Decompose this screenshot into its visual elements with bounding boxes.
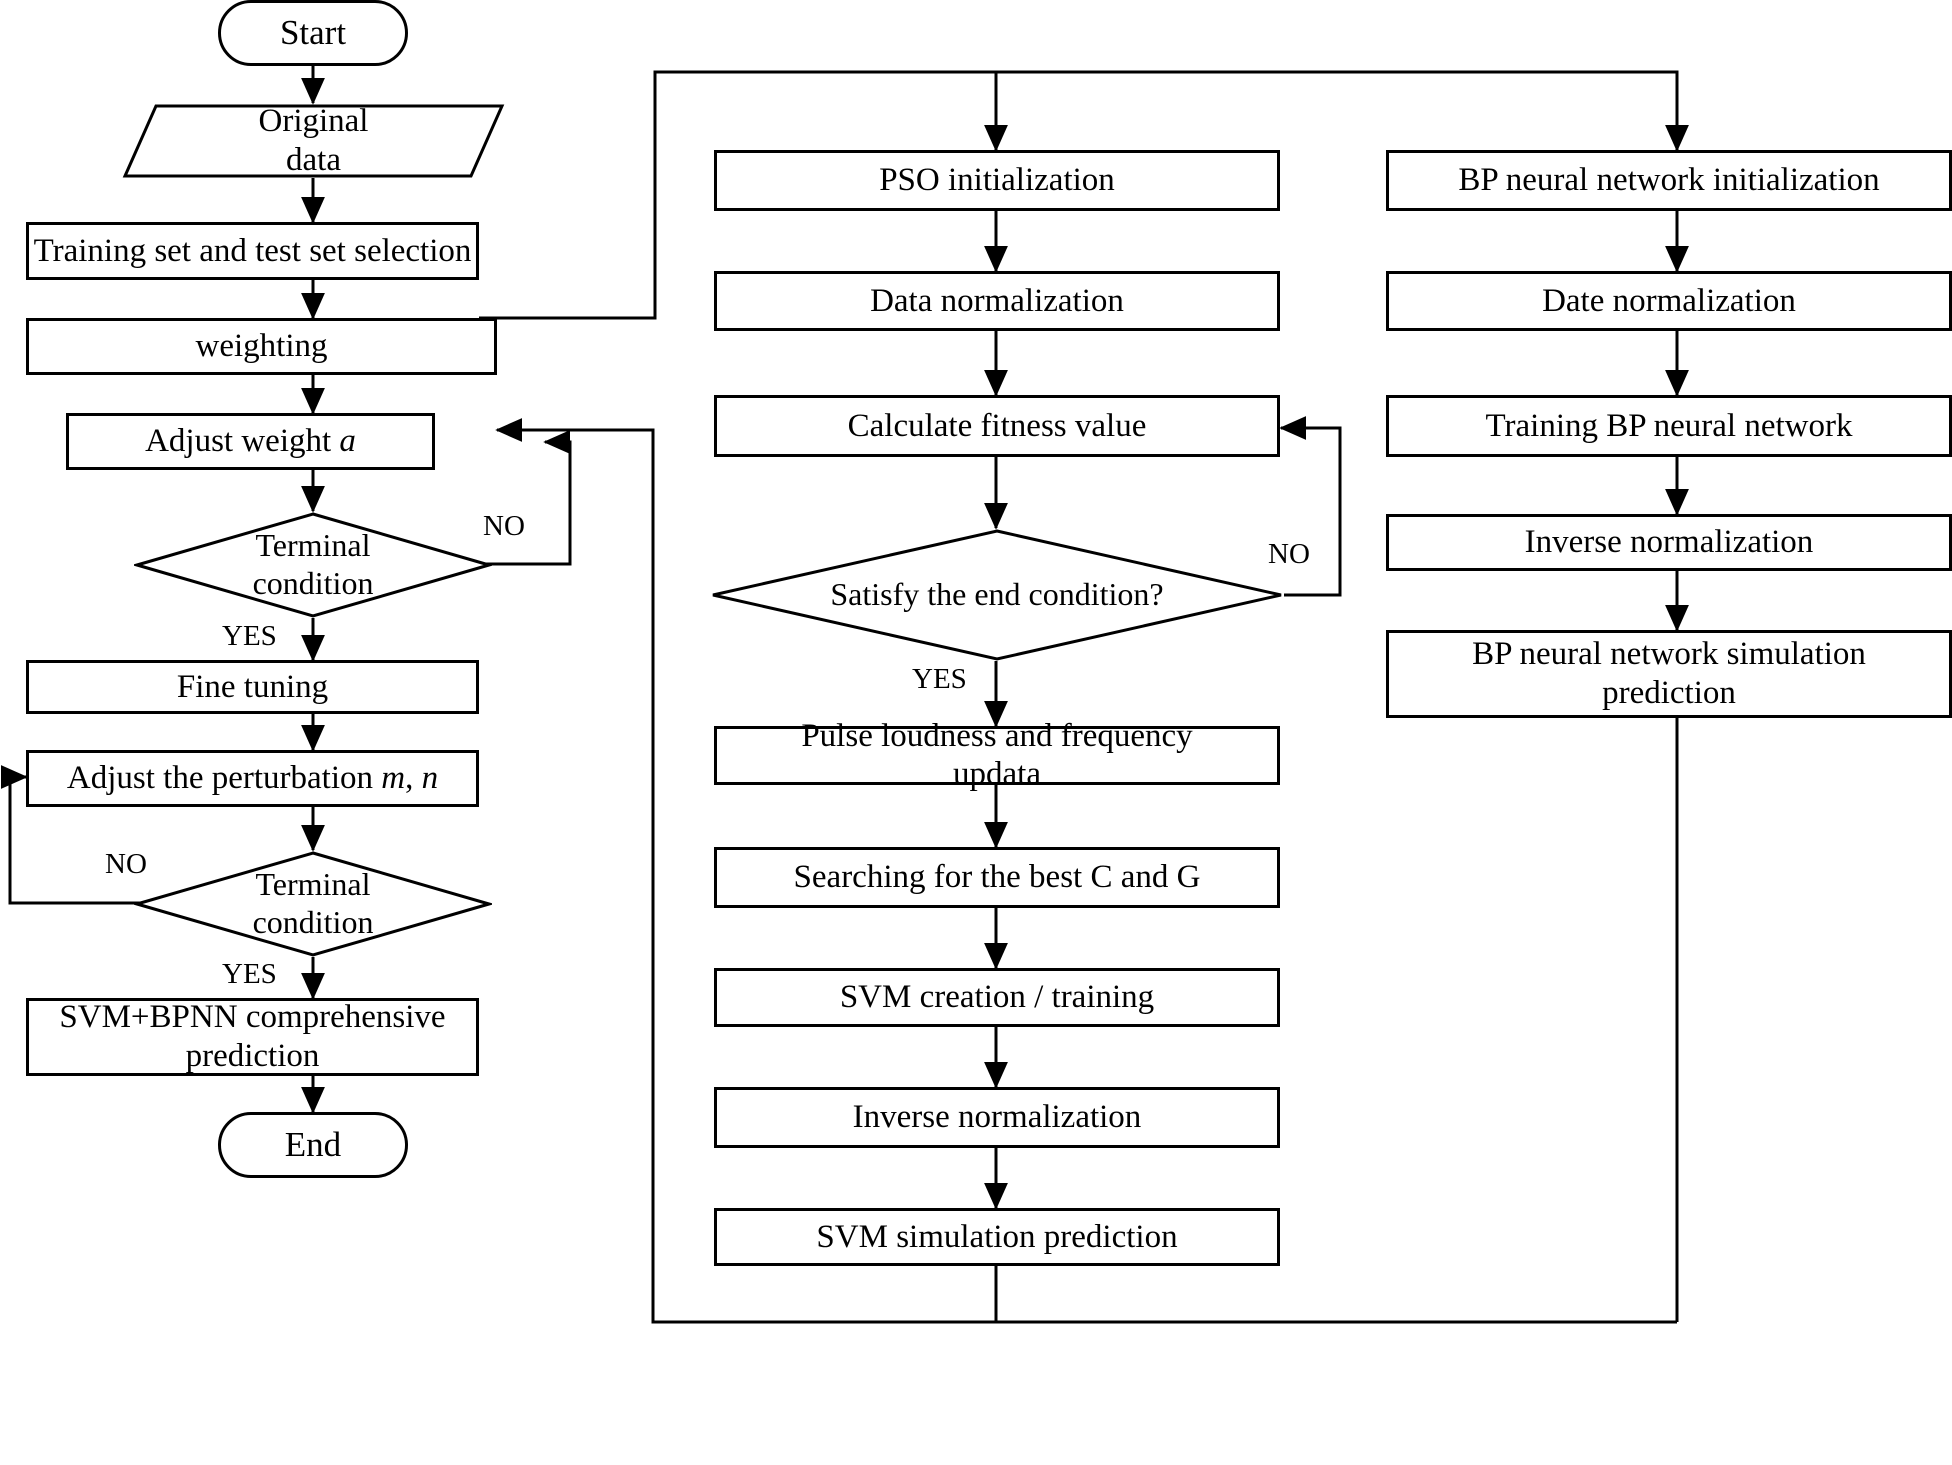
node-svm-simulation-prediction[interactable]: SVM simulation prediction [714,1208,1280,1266]
node-calculate-fitness[interactable]: Calculate fitness value [714,395,1280,457]
node-bp-inverse-normalization[interactable]: Inverse normalization [1386,514,1952,571]
node-searching-best-c-g-label: Searching for the best C and G [793,859,1201,896]
node-svm-simulation-prediction-label: SVM simulation prediction [816,1218,1178,1255]
node-searching-best-c-g[interactable]: Searching for the best C and G [714,847,1280,908]
edge-label-yes-terminal2: YES [222,958,277,990]
node-adjust-weight[interactable]: Adjust weight a [66,413,435,470]
node-calculate-fitness-label: Calculate fitness value [847,407,1147,444]
node-data-normalization-label: Data normalization [870,282,1124,319]
node-terminal-condition-2[interactable]: Terminal condition [134,850,492,958]
edge-label-yes-satisfy: YES [912,663,967,695]
node-satisfy-end-condition-label: Satisfy the end condition? [830,576,1164,613]
node-bp-simulation-prediction-label: BP neural network simulation prediction [1472,636,1866,711]
node-svm-inverse-normalization-label: Inverse normalization [852,1099,1142,1136]
node-data-normalization[interactable]: Data normalization [714,271,1280,331]
node-terminal-condition-1-label: Terminal condition [252,527,374,601]
node-pso-initialization-label: PSO initialization [879,162,1115,199]
node-end-label: End [284,1125,342,1165]
node-end[interactable]: End [218,1112,408,1178]
edge-label-yes-terminal1: YES [222,620,277,652]
node-terminal-condition-2-label: Terminal condition [252,866,374,940]
node-svm-inverse-normalization[interactable]: Inverse normalization [714,1087,1280,1148]
node-start-label: Start [279,13,347,53]
edge-label-no-satisfy: NO [1268,538,1310,570]
node-original-data-label: Original data [258,103,369,178]
node-weighting-label: weighting [195,328,328,365]
node-bp-initialization-label: BP neural network initialization [1458,162,1880,199]
node-terminal-condition-1[interactable]: Terminal condition [134,511,492,619]
node-comprehensive-prediction[interactable]: SVM+BPNN comprehensive prediction [26,998,479,1076]
node-svm-creation-training[interactable]: SVM creation / training [714,968,1280,1027]
node-pulse-loudness[interactable]: Pulse loudness and frequency updata [714,718,1280,793]
node-fine-tuning[interactable]: Fine tuning [26,660,479,714]
node-training-test-selection-label: Training set and test set selection [33,232,472,269]
node-bp-inverse-normalization-label: Inverse normalization [1524,524,1814,561]
node-bp-initialization[interactable]: BP neural network initialization [1386,150,1952,211]
node-bp-simulation-prediction[interactable]: BP neural network simulation prediction [1386,630,1952,718]
edge-label-no-terminal1: NO [483,510,525,542]
node-original-data[interactable]: Original data [122,103,505,179]
node-comprehensive-prediction-label: SVM+BPNN comprehensive prediction [59,999,446,1074]
node-training-bp-network-label: Training BP neural network [1485,407,1853,444]
node-date-normalization[interactable]: Date normalization [1386,271,1952,331]
node-start[interactable]: Start [218,0,408,66]
node-pulse-loudness-label: Pulse loudness and frequency updata [801,717,1193,793]
edge-topbus-right [996,70,1689,152]
node-date-normalization-label: Date normalization [1542,282,1796,319]
node-svm-creation-training-label: SVM creation / training [839,979,1155,1016]
node-training-test-selection[interactable]: Training set and test set selection [26,222,479,280]
edge-label-no-terminal2: NO [105,848,147,880]
node-adjust-perturbation[interactable]: Adjust the perturbation m, n [26,750,479,807]
node-training-bp-network[interactable]: Training BP neural network [1386,395,1952,457]
node-pso-initialization[interactable]: PSO initialization [714,150,1280,211]
node-fine-tuning-label: Fine tuning [176,668,329,705]
node-adjust-perturbation-label: Adjust the perturbation m, n [66,760,439,797]
node-weighting[interactable]: weighting [26,318,497,375]
node-adjust-weight-label: Adjust weight a [145,423,356,460]
node-satisfy-end-condition[interactable]: Satisfy the end condition? [710,528,1284,662]
